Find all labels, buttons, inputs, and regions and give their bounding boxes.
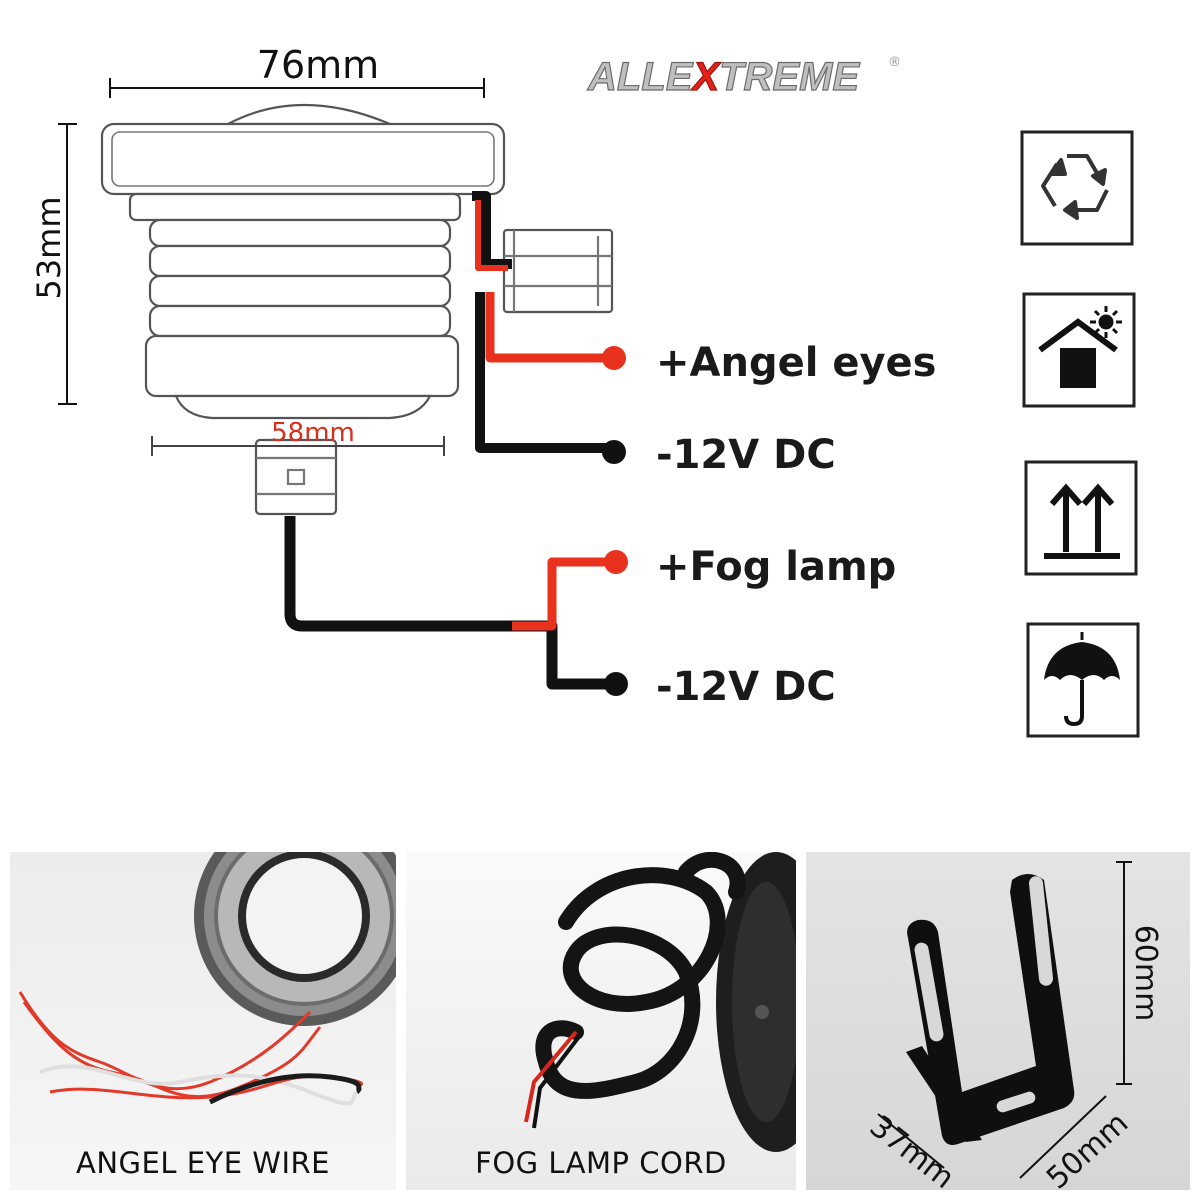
angel-eye-wire-caption: ANGEL EYE WIRE <box>76 1146 330 1180</box>
height-label: 53mm <box>30 196 68 299</box>
angel-eyes-label: +Angel eyes <box>656 340 937 386</box>
angel-eye-positive-terminal <box>602 346 626 370</box>
fog-lamp-label: +Fog lamp <box>656 544 896 590</box>
fog-lamp-negative-terminal <box>604 672 628 696</box>
base-width-label: 58mm <box>271 418 355 448</box>
angel-eye-wire-photo: ANGEL EYE WIRE <box>10 852 396 1190</box>
fog-lamp-positive-terminal <box>604 550 628 574</box>
this-way-up-icon <box>1024 460 1138 576</box>
logo-wordmark: ALLEXTREME <box>587 55 860 99</box>
angel-eyes-ground-label: -12V DC <box>656 432 836 478</box>
keep-dry-icon <box>1026 622 1140 738</box>
angel-eye-wiring <box>472 191 626 464</box>
fog-lamp-wiring <box>284 516 628 696</box>
bracket-width-label: 50mm <box>1040 1106 1135 1190</box>
dimension-base: 58mm <box>151 418 445 456</box>
angel-eye-negative-terminal <box>602 440 626 464</box>
keep-out-of-sun-icon <box>1022 292 1136 408</box>
wiring-diagram: ALLEXTREME ® 76mm 53mm <box>30 43 1140 738</box>
brand-logo: ALLEXTREME ® <box>586 54 901 99</box>
angel-eye-wire-illustration <box>18 852 396 1106</box>
bracket-photo: 60mm 37mm 50mm <box>806 852 1190 1190</box>
recycle-icon <box>1020 130 1134 246</box>
fog-lamp-ground-label: -12V DC <box>656 664 836 710</box>
fog-lamp-cord-caption: FOG LAMP CORD <box>475 1146 727 1180</box>
registered-mark: ® <box>888 55 901 70</box>
bracket-height-label: 60mm <box>1128 925 1163 1022</box>
lamp-body <box>100 103 614 516</box>
width-label: 76mm <box>257 43 379 87</box>
fog-lamp-cord-photo: FOG LAMP CORD <box>406 852 796 1190</box>
fog-lamp-cord-illustration <box>524 852 796 1152</box>
dimension-height: 53mm <box>30 123 77 405</box>
bracket-illustration: 60mm 37mm 50mm <box>863 861 1163 1190</box>
dimension-width: 76mm <box>109 43 485 98</box>
